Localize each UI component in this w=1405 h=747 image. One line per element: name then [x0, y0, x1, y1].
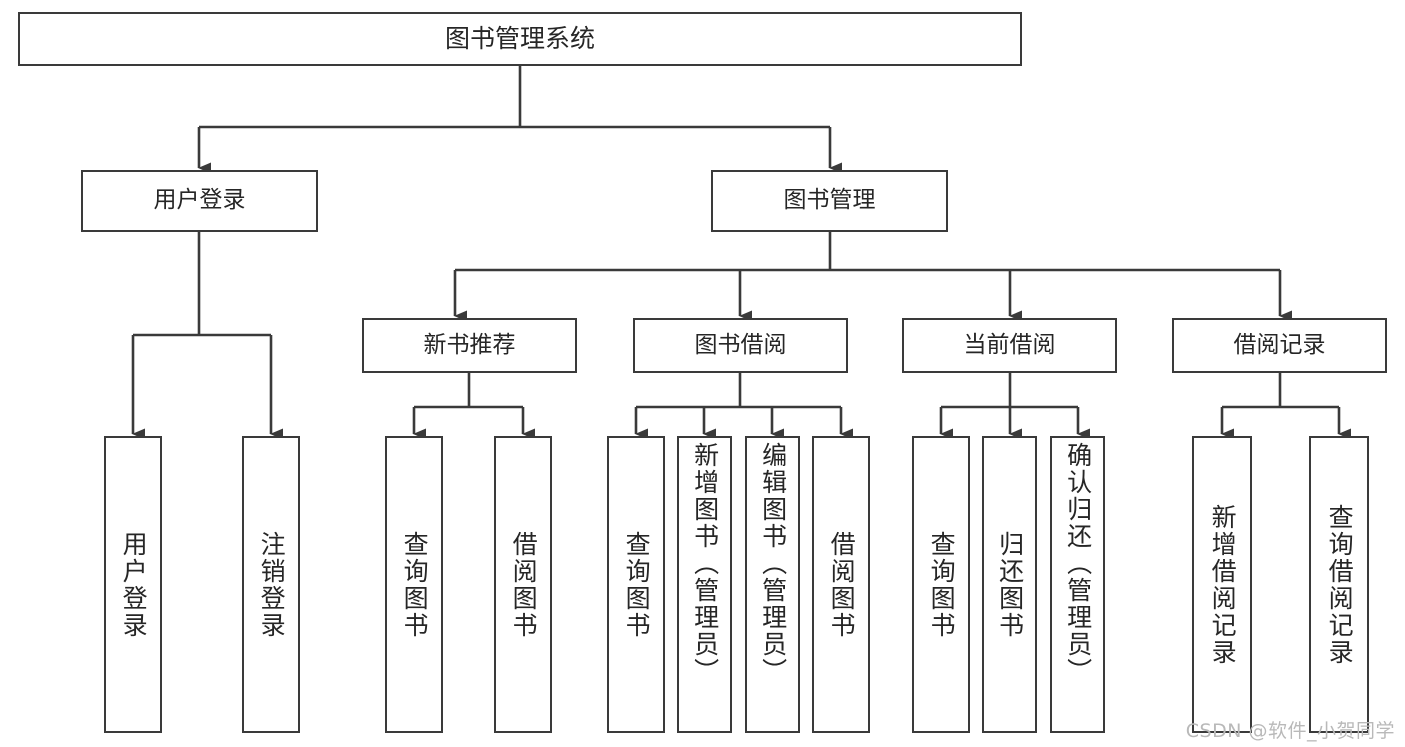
leaf-edit-book-admin[interactable]: 编辑图书（管理员） — [745, 436, 800, 733]
node-book-management[interactable]: 图书管理 — [711, 170, 948, 232]
leaf-return-book-label: 归还图书 — [995, 530, 1025, 639]
leaf-logout-label: 注销登录 — [257, 530, 287, 639]
leaf-user-login-label: 用户登录 — [119, 530, 149, 639]
node-borrow-record[interactable]: 借阅记录 — [1172, 318, 1387, 373]
leaf-query-book-1-label: 查询图书 — [400, 530, 430, 639]
leaf-confirm-return-admin[interactable]: 确认归还（管理员） — [1050, 436, 1105, 733]
node-book-borrow[interactable]: 图书借阅 — [633, 318, 848, 373]
node-new-book-recommend[interactable]: 新书推荐 — [362, 318, 577, 373]
leaf-add-book-admin[interactable]: 新增图书（管理员） — [677, 436, 732, 733]
leaf-edit-book-admin-label: 编辑图书（管理员） — [758, 442, 788, 685]
leaf-query-book-3[interactable]: 查询图书 — [912, 436, 970, 733]
leaf-borrow-book-2-label: 借阅图书 — [827, 530, 857, 639]
node-current-borrow[interactable]: 当前借阅 — [902, 318, 1117, 373]
leaf-user-login[interactable]: 用户登录 — [104, 436, 162, 733]
leaf-query-book-2-label: 查询图书 — [622, 530, 652, 639]
leaf-borrow-book-2[interactable]: 借阅图书 — [812, 436, 870, 733]
leaf-add-borrow-record-label: 新增借阅记录 — [1208, 503, 1238, 666]
node-borrow-record-label: 借阅记录 — [1233, 331, 1326, 358]
leaf-add-borrow-record[interactable]: 新增借阅记录 — [1192, 436, 1252, 733]
node-new-book-recommend-label: 新书推荐 — [423, 331, 516, 358]
leaf-confirm-return-admin-label: 确认归还（管理员） — [1063, 442, 1093, 685]
node-user-login-label: 用户登录 — [153, 187, 246, 214]
leaf-add-book-admin-label: 新增图书（管理员） — [690, 442, 720, 685]
leaf-borrow-book-1[interactable]: 借阅图书 — [494, 436, 552, 733]
leaf-query-book-2[interactable]: 查询图书 — [607, 436, 665, 733]
leaf-query-borrow-record-label: 查询借阅记录 — [1325, 503, 1355, 666]
node-book-management-label: 图书管理 — [783, 187, 876, 214]
csdn-watermark: CSDN @软件_小贺同学 — [1185, 720, 1395, 742]
leaf-query-borrow-record[interactable]: 查询借阅记录 — [1309, 436, 1369, 733]
leaf-logout[interactable]: 注销登录 — [242, 436, 300, 733]
leaf-query-book-3-label: 查询图书 — [927, 530, 957, 639]
node-current-borrow-label: 当前借阅 — [963, 331, 1056, 358]
leaf-return-book[interactable]: 归还图书 — [982, 436, 1037, 733]
leaf-query-book-1[interactable]: 查询图书 — [385, 436, 443, 733]
node-book-borrow-label: 图书借阅 — [694, 331, 787, 358]
node-root[interactable]: 图书管理系统 — [18, 12, 1022, 66]
node-root-label: 图书管理系统 — [444, 24, 595, 54]
leaf-borrow-book-1-label: 借阅图书 — [509, 530, 539, 639]
node-user-login[interactable]: 用户登录 — [81, 170, 318, 232]
